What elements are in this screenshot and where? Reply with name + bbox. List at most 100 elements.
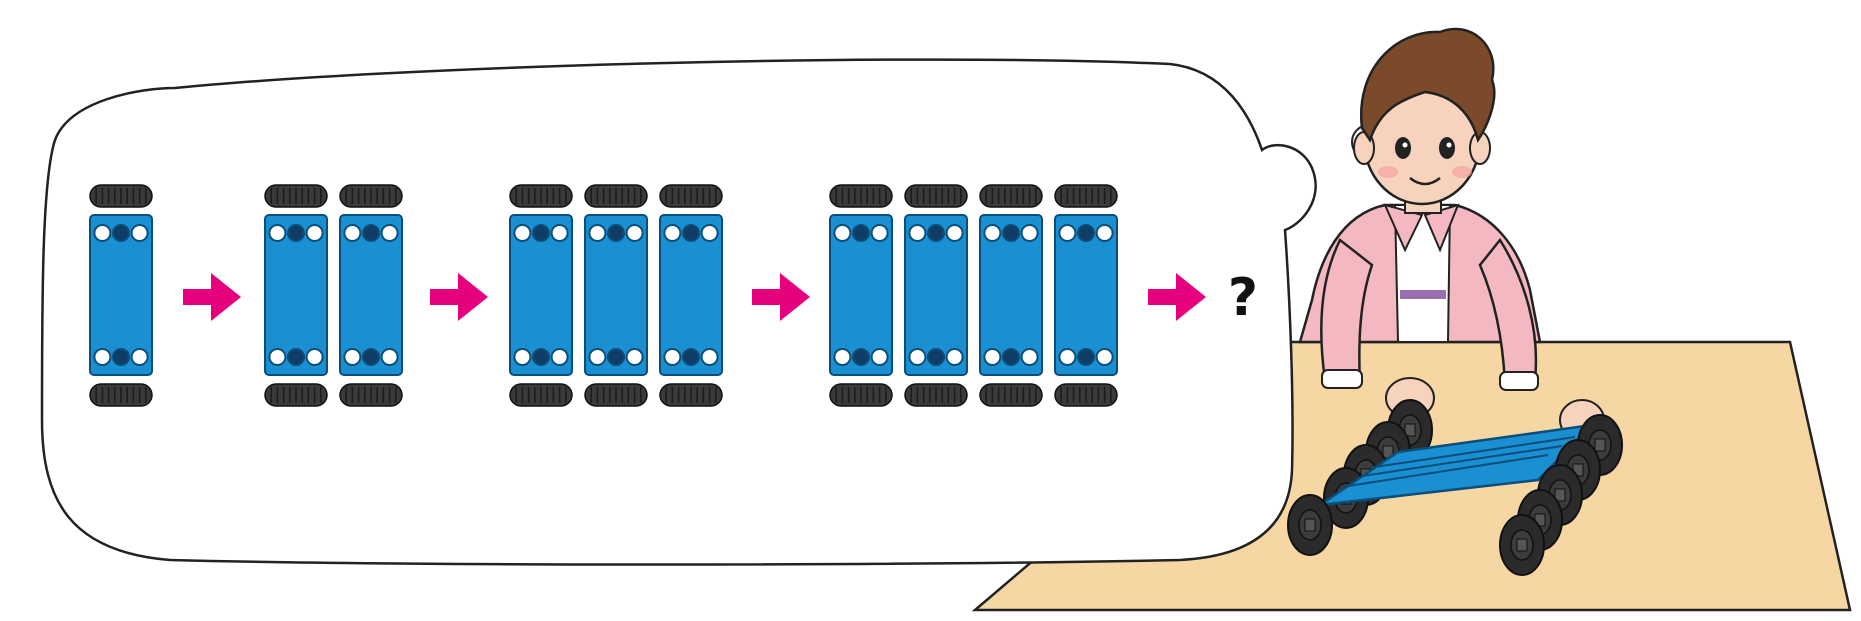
bottom-wheel [904,383,968,407]
bottom-wheel [509,383,573,407]
panel-hole [983,348,1002,366]
panel-hole [870,348,889,366]
panel-hole [682,348,700,366]
panel-hole [112,224,130,242]
panel-hole [287,348,305,366]
panel-hole [287,224,305,242]
bottom-wheel [1054,383,1118,407]
panel-vehicle [1287,399,1623,576]
panel-hole [343,224,362,242]
panel-piece [264,184,328,407]
top-wheel [979,184,1043,208]
panel-hole [607,348,625,366]
panel-hole [852,348,870,366]
panel-hole [682,224,700,242]
bottom-wheel [829,383,893,407]
panel-hole [1095,224,1114,242]
panel-hole [513,224,532,242]
vehicle-wheel [1499,514,1545,576]
question-mark: ? [1228,268,1258,328]
panel-hole [625,348,644,366]
panel-hole [927,224,945,242]
right-arrow-icon [752,273,810,321]
panel-hole [700,224,719,242]
panel-hole [550,348,569,366]
top-wheel [904,184,968,208]
panel-piece [904,184,968,407]
top-wheel [89,184,153,208]
panel-hole [532,348,550,366]
panel-hole [607,224,625,242]
panel-hole [663,348,682,366]
panel-hole [93,348,112,366]
panel-piece [89,184,153,407]
panel-hole [268,348,287,366]
hair [1359,27,1496,143]
panel-hole [625,224,644,242]
left-eye [1395,137,1411,159]
panel-piece [339,184,403,407]
top-wheel [584,184,648,208]
bottom-wheel [264,383,328,407]
panel-piece [509,184,573,407]
thought-bubble [40,58,1429,566]
panel-hole [112,348,130,366]
panel-hole [833,224,852,242]
panel-hole [983,224,1002,242]
bottom-wheel [979,383,1043,407]
panel-piece [584,184,648,407]
bottom-wheel [339,383,403,407]
panel-hole [305,348,324,366]
top-wheel [339,184,403,208]
panel-piece [829,184,893,407]
panel-hole [380,348,399,366]
panel-hole [1002,348,1020,366]
shirt-stripe [1400,290,1446,299]
panel-hole [268,224,287,242]
panel-hole [833,348,852,366]
top-wheel [1054,184,1118,208]
panel-hole [852,224,870,242]
panel-hole [700,348,719,366]
panel-hole [927,348,945,366]
panel-hole [380,224,399,242]
panel-piece [1054,184,1118,407]
panel-piece [979,184,1043,407]
bottom-wheel [659,383,723,407]
right-arrow-icon [1148,273,1206,321]
panel-hole [513,348,532,366]
panel-hole [130,348,149,366]
panel-sequence: ? [89,184,1258,407]
panel-hole [908,348,927,366]
right-arrow-icon [183,273,241,321]
panel-hole [663,224,682,242]
panel-hole [1095,348,1114,366]
panel-hole [532,224,550,242]
smile [1409,176,1441,186]
panel-hole [1077,224,1095,242]
panel-hole [908,224,927,242]
panel-hole [945,348,964,366]
panel-hole [1020,224,1039,242]
panel-hole [1002,224,1020,242]
bottom-wheel [89,383,153,407]
panel-hole [362,348,380,366]
panel-hole [1020,348,1039,366]
panel-hole [588,224,607,242]
top-wheel [659,184,723,208]
panel-hole [93,224,112,242]
vehicle-wheel [1287,494,1333,556]
panel-hole [343,348,362,366]
panel-hole [130,224,149,242]
panel-hole [1058,224,1077,242]
stage-group-1 [89,184,153,407]
top-wheel [264,184,328,208]
panel-hole [1058,348,1077,366]
panel-hole [870,224,889,242]
panel-hole [305,224,324,242]
panel-piece [659,184,723,407]
stage-group-4 [829,184,1118,407]
panel-hole [1077,348,1095,366]
top-wheel [509,184,573,208]
